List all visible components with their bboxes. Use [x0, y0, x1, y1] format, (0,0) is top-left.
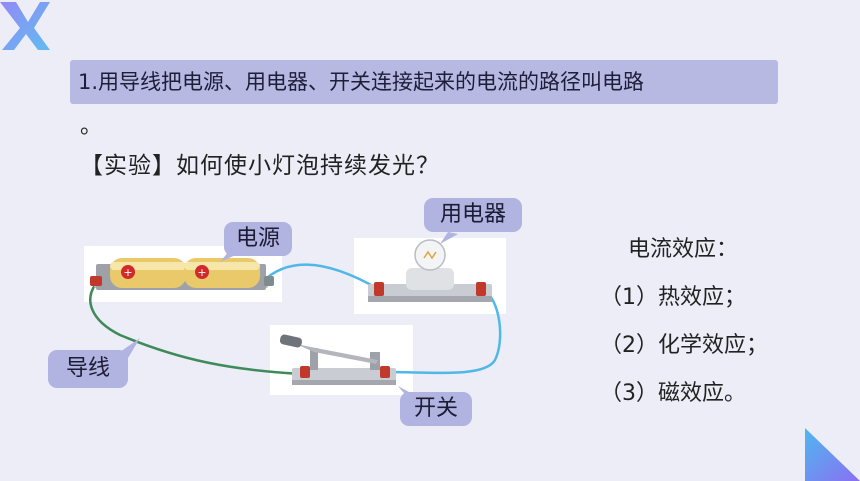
effects-title: 电流效应： — [628, 237, 739, 262]
svg-text:+: + — [197, 266, 206, 279]
effect-item-heat: （1）热效应； — [600, 285, 746, 310]
wire-bulb-to-switch — [387, 288, 502, 375]
wire-switch-to-battery — [89, 284, 303, 376]
wire-battery-to-bulb — [261, 263, 381, 292]
bulb-on-base — [368, 239, 492, 302]
label-switch: 开关 — [400, 392, 472, 426]
corner-triangle-icon — [805, 428, 860, 481]
effect-item-chemical: （2）化学效应； — [600, 333, 768, 358]
experiment-question: 【实验】如何使小灯泡持续发光？ — [80, 153, 440, 179]
effect-item-magnetic: （3）磁效应。 — [600, 381, 746, 406]
definition-banner: 1.用导线把电源、用电器、开关连接起来的电流的路径叫电路 — [70, 60, 778, 104]
knife-switch — [279, 334, 396, 385]
battery-holder: + + — [90, 258, 274, 290]
corner-logo-icon — [0, 2, 50, 50]
definition-tail: 。 — [80, 114, 103, 139]
label-wire: 导线 — [48, 350, 128, 388]
svg-text:+: + — [123, 266, 132, 279]
current-effects-list: 电流效应： （1）热效应； （2）化学效应； （3）磁效应。 — [600, 226, 768, 418]
label-appliance: 用电器 — [424, 198, 522, 232]
label-power-source: 电源 — [224, 222, 292, 256]
